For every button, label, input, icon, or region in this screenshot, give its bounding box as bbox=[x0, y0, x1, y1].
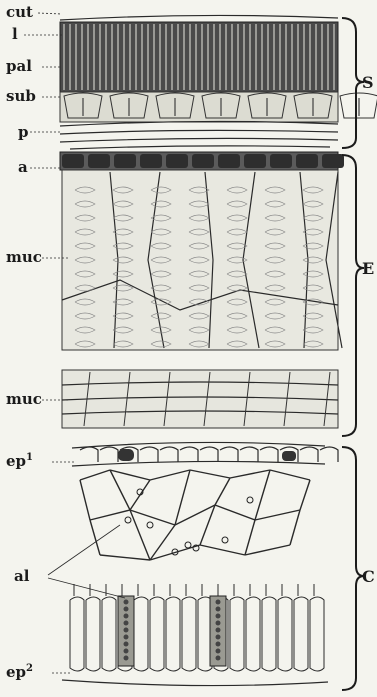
label-muc-upper: muc bbox=[6, 248, 42, 266]
brace-s bbox=[342, 18, 364, 148]
compressed-parenchyma bbox=[60, 121, 338, 149]
brace-label-e: E bbox=[362, 259, 374, 278]
label-a: a bbox=[18, 158, 28, 176]
testa-outer-layers bbox=[60, 15, 377, 149]
endosperm-layers bbox=[60, 152, 344, 428]
brace-label-s: S bbox=[362, 73, 374, 92]
epidermis-columnar-cells bbox=[70, 584, 324, 671]
label-pal: pal bbox=[6, 57, 32, 75]
label-al: al bbox=[14, 567, 30, 585]
label-sub: sub bbox=[6, 87, 36, 105]
label-muc-lower: muc bbox=[6, 390, 42, 408]
label-ep2: ep2 bbox=[6, 663, 33, 681]
label-cut: cut bbox=[6, 3, 33, 21]
brace-label-c: C bbox=[362, 567, 375, 586]
region-braces bbox=[342, 18, 364, 690]
label-ep1: ep1 bbox=[6, 452, 33, 470]
cotyledon-layers bbox=[62, 442, 338, 685]
brace-labels: S E C bbox=[362, 73, 375, 586]
label-p: p bbox=[18, 123, 29, 141]
brace-e bbox=[342, 155, 364, 436]
cotyledon-parenchyma bbox=[80, 470, 310, 560]
left-labels: cut l pal sub p a muc muc ep1 al ep2 bbox=[6, 3, 42, 681]
brace-c bbox=[342, 447, 364, 690]
label-l: l bbox=[12, 25, 18, 43]
